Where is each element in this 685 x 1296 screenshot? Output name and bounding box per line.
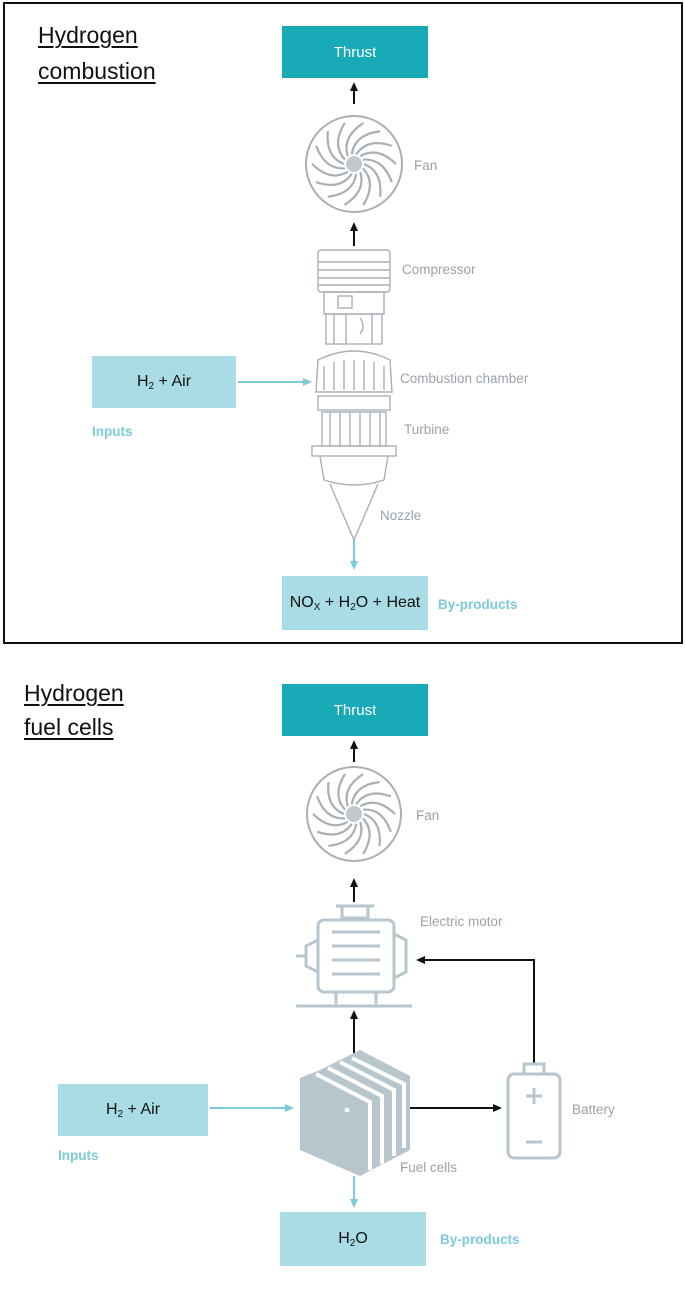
electric-motor-label: Electric motor — [420, 914, 503, 929]
turbine-label: Turbine — [404, 422, 450, 437]
fan-blade — [350, 780, 380, 805]
fuel-cells-label: Fuel cells — [400, 1160, 458, 1175]
jet-engine-icon — [311, 249, 397, 542]
fan-blade — [326, 130, 345, 166]
battery-label: Battery — [572, 1102, 615, 1117]
byproducts-formula: NOX + H2O + Heat — [289, 593, 421, 613]
fan-blade — [350, 130, 381, 155]
fan-blade — [315, 145, 346, 170]
arrow-battery-to-motor — [416, 956, 535, 1064]
fan-blade — [363, 162, 382, 198]
fan-blade — [337, 773, 346, 811]
fan-label-2: Fan — [416, 808, 440, 823]
fan-blade — [327, 173, 358, 198]
fan-blade — [316, 823, 353, 836]
fuelcells-title-line2: fuel cells — [24, 714, 114, 740]
byproducts-box: NOX + H2O + Heat — [282, 576, 428, 630]
fan-blade — [362, 817, 371, 855]
fan-blade — [344, 821, 363, 855]
combustion-chamber-label: Combustion chamber — [400, 371, 529, 386]
fan-blade — [336, 122, 346, 161]
input-formula: H2 + Air — [136, 372, 192, 392]
thrust-label-2: Thrust — [333, 701, 377, 719]
fan-blade — [362, 158, 393, 183]
fan-blade — [362, 167, 372, 206]
thrust-box-2: Thrust — [282, 684, 428, 736]
fan-blade — [359, 151, 397, 165]
inputs-label-2: Inputs — [58, 1148, 99, 1163]
fan-blade — [311, 163, 349, 177]
byproducts-box-2: H2O — [280, 1212, 426, 1266]
fuelcells-title-line1: Hydrogen — [24, 680, 124, 706]
fan-blade — [316, 795, 346, 820]
fan-blade — [315, 173, 353, 186]
fan-blade — [355, 142, 393, 155]
fan-label: Fan — [414, 158, 438, 173]
inputs-label: Inputs — [92, 424, 133, 439]
fan-blade — [328, 823, 358, 848]
fan-blade — [362, 808, 392, 833]
byproducts-formula-2: H2O — [338, 1229, 368, 1249]
fan-blade — [355, 792, 392, 805]
fan-blade — [343, 171, 363, 206]
byproducts-label: By-products — [438, 597, 518, 612]
fan-icon-2 — [306, 766, 402, 862]
inputs-box: H2 + Air — [92, 356, 236, 408]
fan-blade — [363, 812, 381, 847]
compressor-label: Compressor — [402, 262, 476, 277]
fan-blade — [359, 801, 396, 815]
combustion-title-line2: combustion — [38, 58, 156, 84]
inputs-box-2: H2 + Air — [58, 1084, 208, 1136]
electric-motor-icon — [296, 904, 412, 1008]
fan-blade — [345, 122, 365, 157]
input-formula-2: H2 + Air — [105, 1100, 161, 1120]
fan-blade — [312, 813, 349, 827]
hydrogen-combustion-panel — [3, 2, 683, 644]
fuel-cells-icon — [300, 1050, 410, 1176]
fan-blade — [327, 781, 345, 816]
byproducts-label-2: By-products — [440, 1232, 520, 1247]
combustion-title-line1: Hydrogen — [38, 22, 138, 48]
battery-icon — [506, 1062, 562, 1160]
nozzle-label: Nozzle — [380, 508, 422, 523]
fan-blade — [345, 773, 364, 807]
thrust-box: Thrust — [282, 26, 428, 78]
fan-icon — [305, 115, 403, 213]
thrust-label: Thrust — [333, 43, 377, 61]
